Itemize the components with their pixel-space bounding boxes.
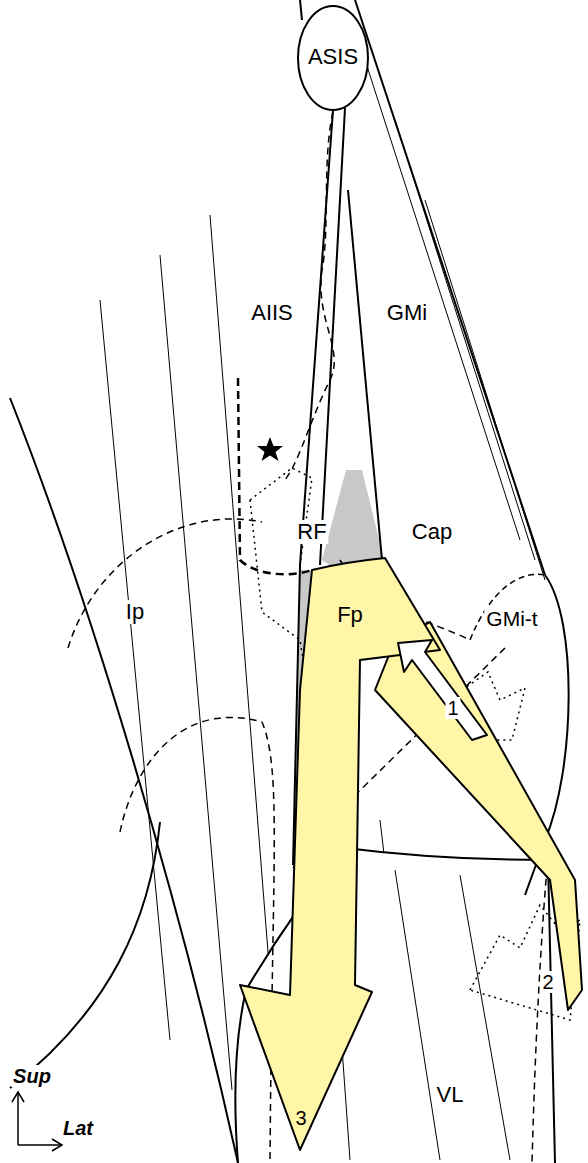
bone-landmark: ASIS bbox=[306, 45, 360, 69]
axis-label: Sup bbox=[11, 1065, 53, 1087]
crest-line bbox=[300, 0, 302, 20]
bone-landmark: AIIS bbox=[249, 301, 295, 325]
axis-label: Lat bbox=[61, 1117, 95, 1139]
iliopsoas-outline bbox=[10, 398, 238, 1163]
callout-number: 1 bbox=[445, 697, 460, 719]
gmi-tendon-dashed bbox=[470, 574, 545, 640]
footprint-label: Fp bbox=[335, 603, 365, 627]
rectus-femoris-line bbox=[320, 108, 345, 565]
dashed-outlines bbox=[68, 112, 548, 1163]
callout-number: 2 bbox=[540, 971, 555, 993]
iliopsoas-curve bbox=[10, 822, 160, 1088]
orientation-axes bbox=[12, 1092, 62, 1151]
asis-outline bbox=[298, 6, 368, 110]
structure-name: Cap bbox=[410, 520, 454, 544]
muscle-name: RF bbox=[295, 520, 328, 544]
star-marker bbox=[257, 437, 283, 461]
aiis-footprint bbox=[238, 378, 312, 574]
tendon-name: GMi-t bbox=[484, 607, 539, 630]
muscle-name: GMi bbox=[385, 301, 429, 325]
muscle-name: VL bbox=[435, 1083, 466, 1107]
callout-number: 3 bbox=[293, 1107, 308, 1129]
footprint-arrows bbox=[240, 558, 582, 1150]
muscle-name: Ip bbox=[124, 600, 146, 624]
callout-arrow bbox=[398, 640, 487, 740]
gluteus-minimus-outline bbox=[355, 0, 545, 575]
